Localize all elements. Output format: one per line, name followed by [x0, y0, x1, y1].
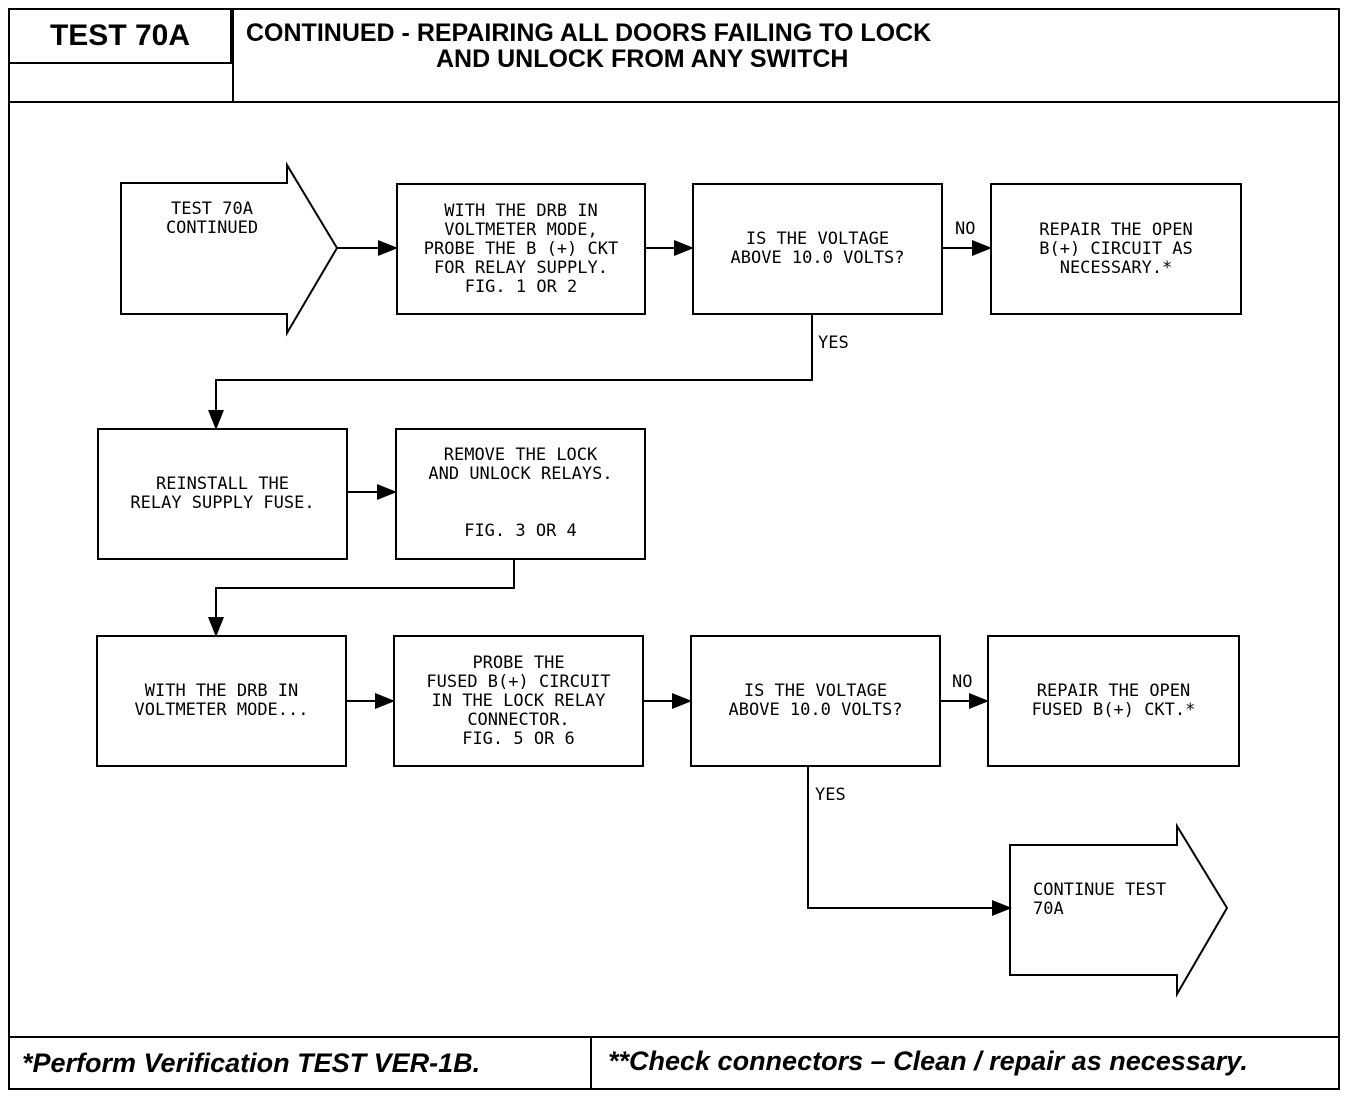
footer-verification-note: *Perform Verification TEST VER-1B. — [22, 1048, 481, 1078]
page-title: CONTINUED - REPAIRING ALL DOORS FAILING … — [246, 20, 1106, 72]
node-question-1: IS THE VOLTAGE ABOVE 10.0 VOLTS? — [692, 183, 943, 315]
node-reinstall-fuse: REINSTALL THE RELAY SUPPLY FUSE. — [97, 428, 348, 560]
edge-question1-yes — [208, 315, 813, 430]
edge-label-no-2: NO — [952, 672, 973, 692]
remove-relays-text: REMOVE THE LOCK AND UNLOCK RELAYS. — [428, 445, 613, 484]
footer-divider — [8, 1036, 1340, 1038]
node-question-2: IS THE VOLTAGE ABOVE 10.0 VOLTS? — [690, 635, 941, 767]
node-drb-voltmeter: WITH THE DRB IN VOLTMETER MODE... — [96, 635, 347, 767]
node-end: CONTINUE TEST 70A — [1033, 880, 1167, 919]
edge-label-yes-1: YES — [818, 333, 849, 353]
node-remove-relays: REMOVE THE LOCK AND UNLOCK RELAYS. FIG. … — [395, 428, 646, 560]
header-divider — [8, 101, 1340, 103]
edge-label-no-1: NO — [955, 219, 976, 239]
start-arrow-shape — [120, 161, 339, 337]
node-probe-bplus: WITH THE DRB IN VOLTMETER MODE, PROBE TH… — [396, 183, 646, 315]
edge-label-yes-2: YES — [815, 785, 846, 805]
title-line-1: CONTINUED - REPAIRING ALL DOORS FAILING … — [246, 19, 932, 47]
footer-connectors-note: **Check connectors – Clean / repair as n… — [608, 1046, 1248, 1076]
edge-remove-to-drb — [208, 560, 515, 637]
remove-relays-fig: FIG. 3 OR 4 — [464, 521, 577, 541]
node-repair-2: REPAIR THE OPEN FUSED B(+) CKT.* — [987, 635, 1240, 767]
end-arrow-shape — [1009, 822, 1229, 998]
footer-separator — [590, 1036, 592, 1090]
title-line-2: AND UNLOCK FROM ANY SWITCH — [436, 45, 849, 73]
page-frame — [8, 8, 1340, 1090]
test-tag: TEST 70A — [8, 8, 232, 64]
edge-question2-yes — [807, 767, 1012, 916]
node-start: TEST 70A CONTINUED — [165, 199, 259, 238]
node-probe-fused: PROBE THE FUSED B(+) CIRCUIT IN THE LOCK… — [393, 635, 644, 767]
node-repair-1: REPAIR THE OPEN B(+) CIRCUIT AS NECESSAR… — [990, 183, 1242, 315]
title-separator — [232, 8, 234, 101]
